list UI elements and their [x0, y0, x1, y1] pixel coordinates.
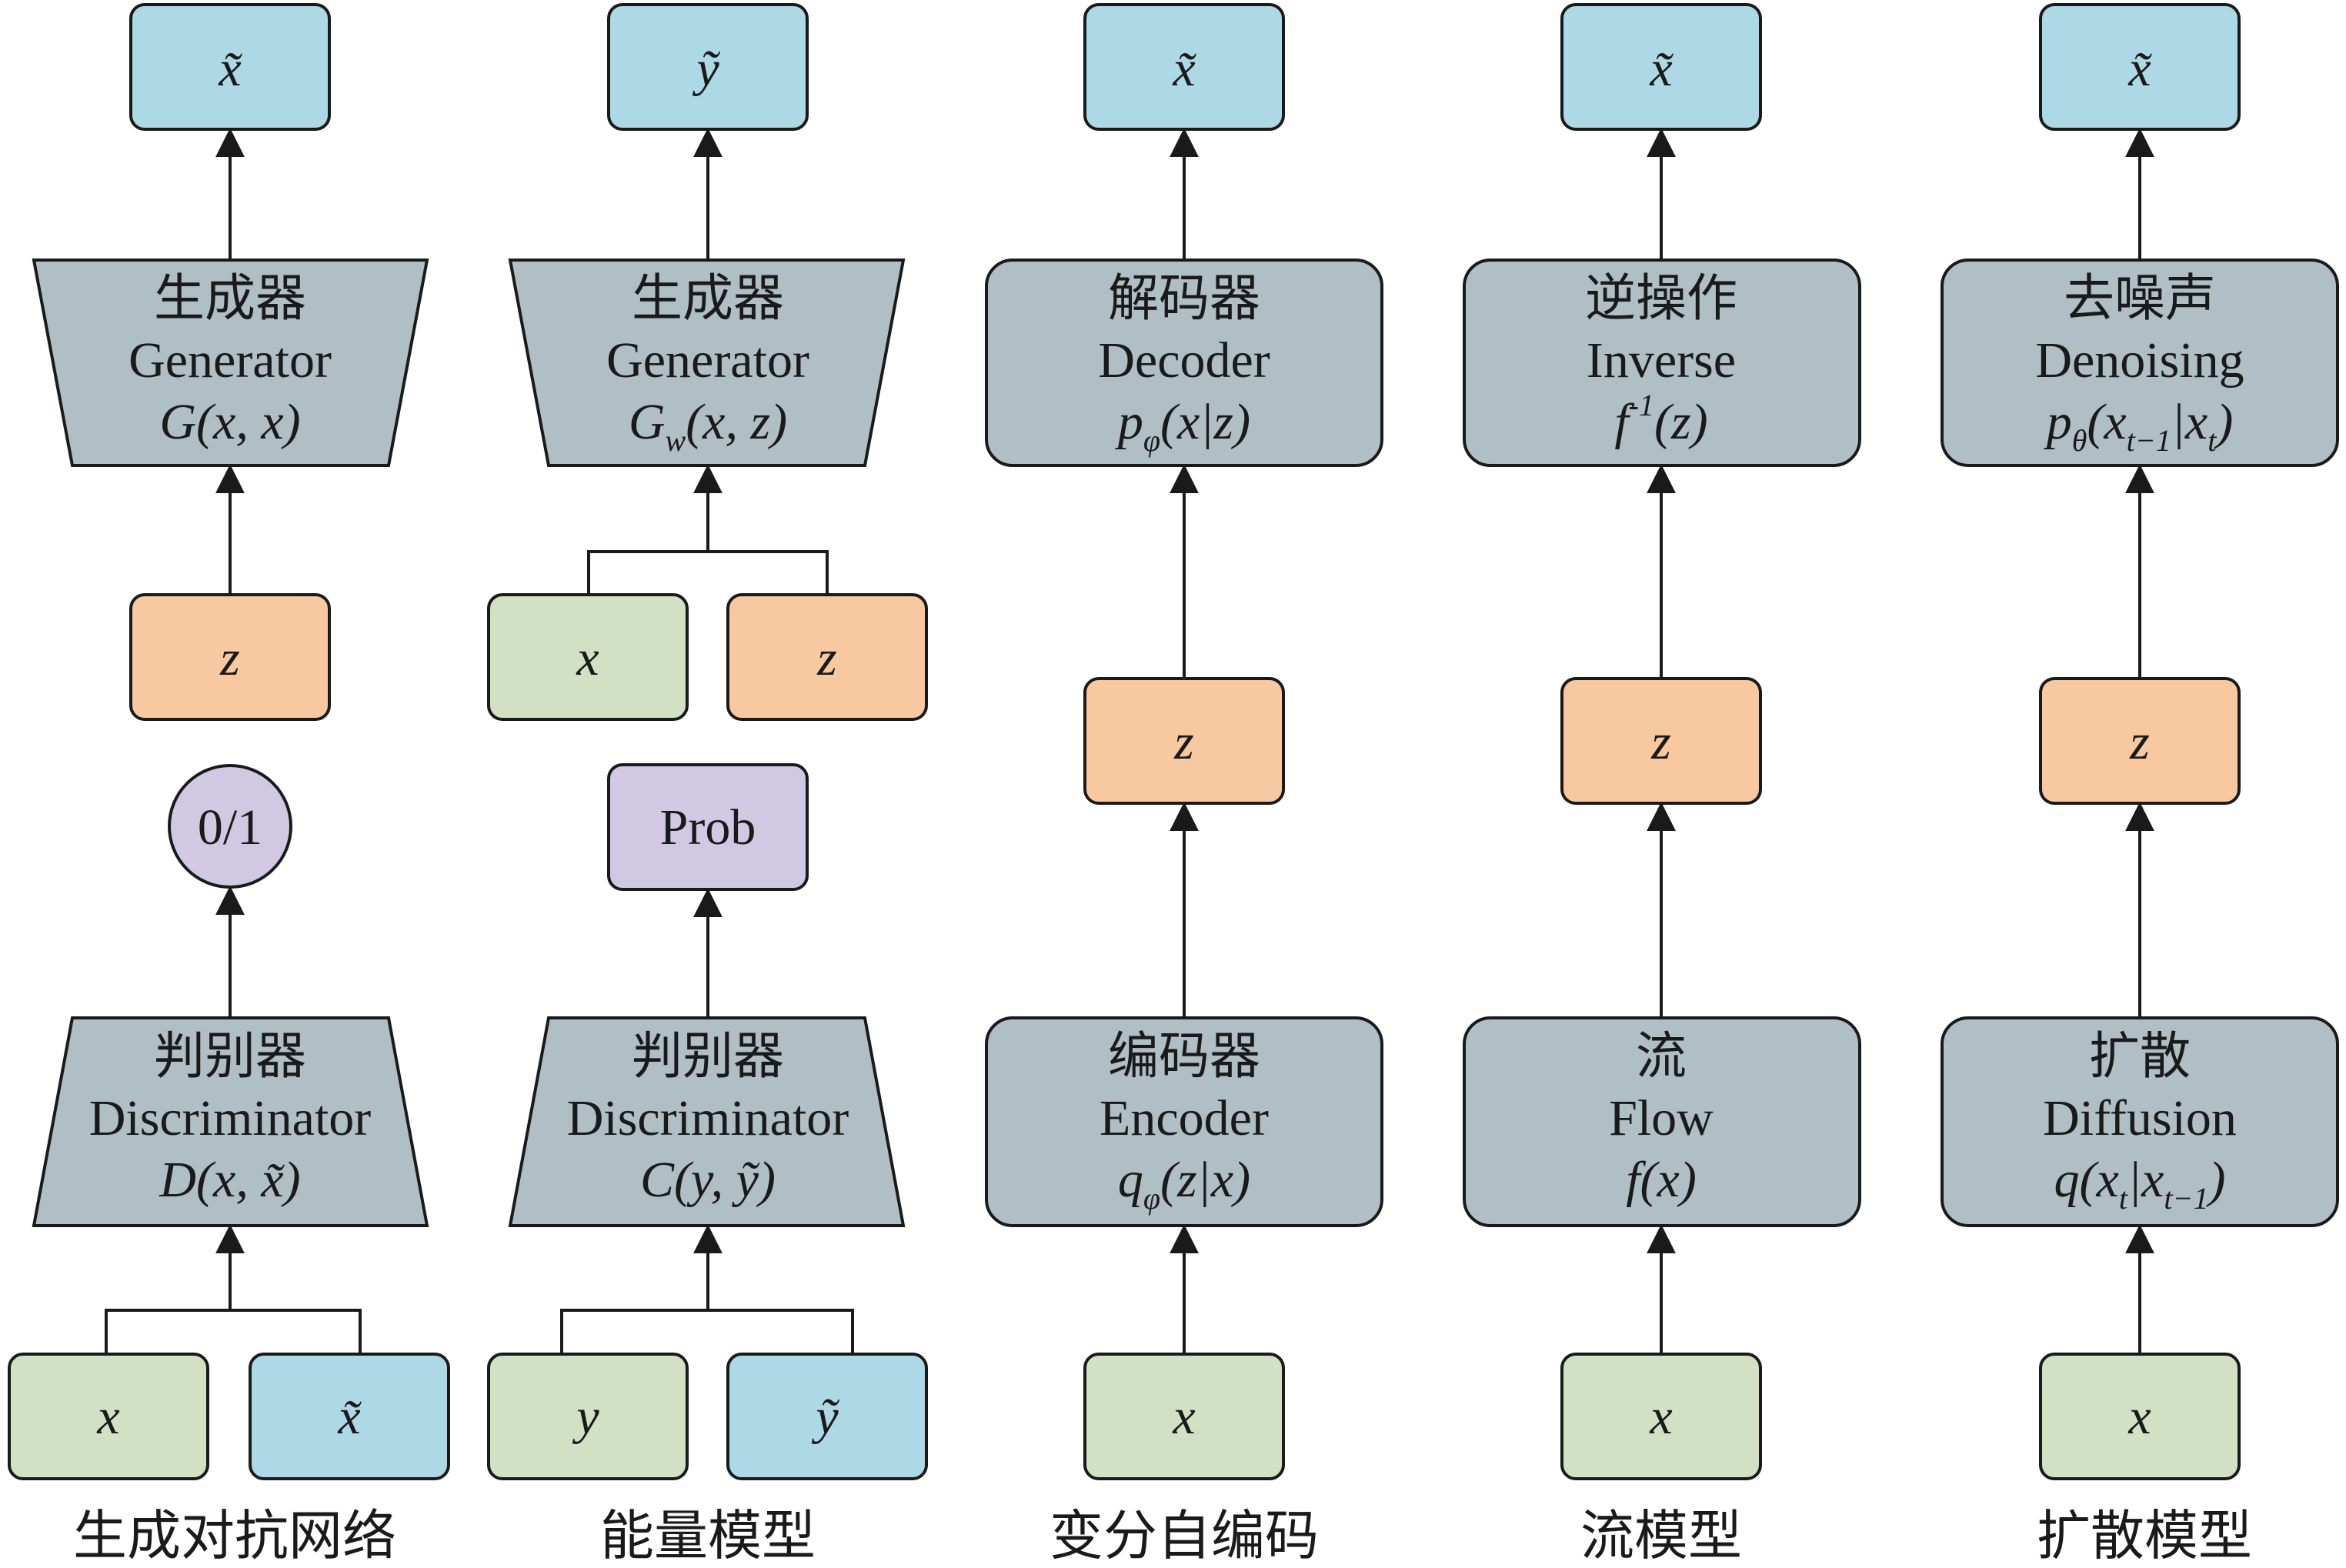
ebm-score-label: Prob [660, 799, 756, 856]
vae-decoder-zh: 解码器 [1108, 271, 1260, 327]
ebm-generator-formula: Gw(x, z) [629, 394, 787, 458]
vae-output-label: x̃ [1172, 41, 1196, 97]
vae-encoder-zh: 编码器 [1108, 1029, 1260, 1085]
vae-latent-label: z [1173, 714, 1194, 770]
ebm-discriminator-formula: C(y, ỹ) [640, 1152, 776, 1208]
gan-latent-label: z [219, 630, 240, 686]
flow-column: x̃ 逆操作 Inverse f-1(z) z 流 Flow f(x) x 流模… [1463, 3, 1861, 1566]
ebm-input-fake-label: ỹ [811, 1389, 839, 1445]
diffusion-diffuse-formula: q(xt|xt−1) [2054, 1152, 2226, 1216]
vae-input-box [1083, 1353, 1285, 1480]
ebm-input-real-box [487, 1353, 689, 1480]
flow-latent-label: z [1650, 714, 1671, 770]
flow-inverse-en: Inverse [1587, 332, 1736, 389]
gan-input-fake-label: x̃ [337, 1389, 362, 1445]
diffusion-denoise-formula: pθ(xt−1|xt) [2044, 394, 2234, 458]
ebm-latent-box [726, 593, 928, 721]
vae-column: x̃ 解码器 Decoder pφ(x|z) z 编码器 Encoder qφ(… [985, 3, 1383, 1566]
flow-inverse-zh: 逆操作 [1585, 271, 1737, 327]
gan-column: x̃ 生成器 Generator G(x, x) z 0/1 判别器 Discr… [8, 3, 450, 1566]
gan-input-fake-box [249, 1353, 450, 1480]
ebm-input-x-box [487, 593, 689, 721]
gan-input-real-label: x [96, 1389, 119, 1445]
ebm-disc-input-bracket [560, 1309, 854, 1354]
gan-latent-box [129, 593, 331, 721]
diffusion-output-label: x̃ [2127, 41, 2152, 97]
flow-inverse-formula: f-1(z) [1614, 388, 1707, 450]
diffusion-diffuse-en: Diffusion [2043, 1090, 2237, 1146]
vae-caption: 变分自编码 [1050, 1507, 1319, 1566]
vae-encoder-en: Encoder [1100, 1090, 1269, 1146]
diffusion-caption: 扩散模型 [2037, 1507, 2252, 1566]
vae-decoder-en: Decoder [1098, 332, 1270, 389]
gan-caption: 生成对抗网络 [73, 1507, 396, 1566]
flow-output-label: x̃ [1649, 41, 1674, 97]
ebm-caption: 能量模型 [600, 1507, 816, 1566]
diffusion-diffuse-zh: 扩散 [2089, 1029, 2191, 1085]
flow-forward-en: Flow [1609, 1090, 1714, 1146]
gan-discriminator-formula: D(x, x̃) [159, 1152, 300, 1208]
gan-input-bracket [105, 1309, 362, 1354]
vae-input-label: x [1172, 1389, 1195, 1445]
diffusion-denoise-zh: 去噪声 [2064, 271, 2216, 327]
ebm-generator-zh: 生成器 [632, 271, 784, 327]
flow-caption: 流模型 [1580, 1507, 1742, 1566]
ebm-discriminator-block [508, 1016, 906, 1227]
ebm-latent-label: z [816, 630, 837, 686]
gan-generator-en: Generator [128, 332, 332, 389]
vae-decoder-formula: pφ(x|z) [1115, 394, 1250, 458]
ebm-input-bracket [587, 550, 829, 595]
flow-forward-formula: f(x) [1626, 1152, 1697, 1208]
ebm-column: ỹ 生成器 Generator Gw(x, z) x z Prob 判别器 Di… [487, 3, 928, 1566]
flow-input-box [1560, 1353, 1762, 1480]
diffusion-input-label: x [2127, 1389, 2151, 1445]
gan-discriminator-block [32, 1016, 429, 1227]
diffusion-column: x̃ 去噪声 Denoising pθ(xt−1|xt) z 扩散 Diffus… [1941, 3, 2339, 1566]
flow-forward-zh: 流 [1636, 1029, 1687, 1085]
gan-score-label: 0/1 [198, 799, 262, 856]
diffusion-input-box [2039, 1353, 2241, 1480]
ebm-input-x-label: x [576, 630, 599, 686]
gan-discriminator-en: Discriminator [89, 1090, 372, 1146]
flow-input-label: x [1649, 1389, 1672, 1445]
ebm-discriminator-en: Discriminator [567, 1090, 849, 1146]
ebm-generator-block [508, 259, 906, 467]
gan-generator-zh: 生成器 [154, 271, 306, 327]
ebm-input-real-label: y [572, 1389, 599, 1445]
ebm-generator-en: Generator [606, 332, 809, 389]
ebm-output-label: ỹ [692, 41, 720, 97]
gan-generator-formula: G(x, x) [159, 394, 300, 450]
diffusion-denoise-en: Denoising [2035, 332, 2244, 389]
gan-discriminator-zh: 判别器 [154, 1029, 306, 1085]
ebm-discriminator-zh: 判别器 [632, 1029, 784, 1085]
vae-encoder-formula: qφ(z|x) [1118, 1152, 1250, 1216]
ebm-input-fake-box [726, 1353, 928, 1480]
gan-input-real-box [8, 1353, 209, 1480]
diffusion-latent-label: z [2129, 714, 2150, 770]
gan-output-label: x̃ [218, 41, 242, 97]
gan-generator-block [32, 259, 429, 467]
